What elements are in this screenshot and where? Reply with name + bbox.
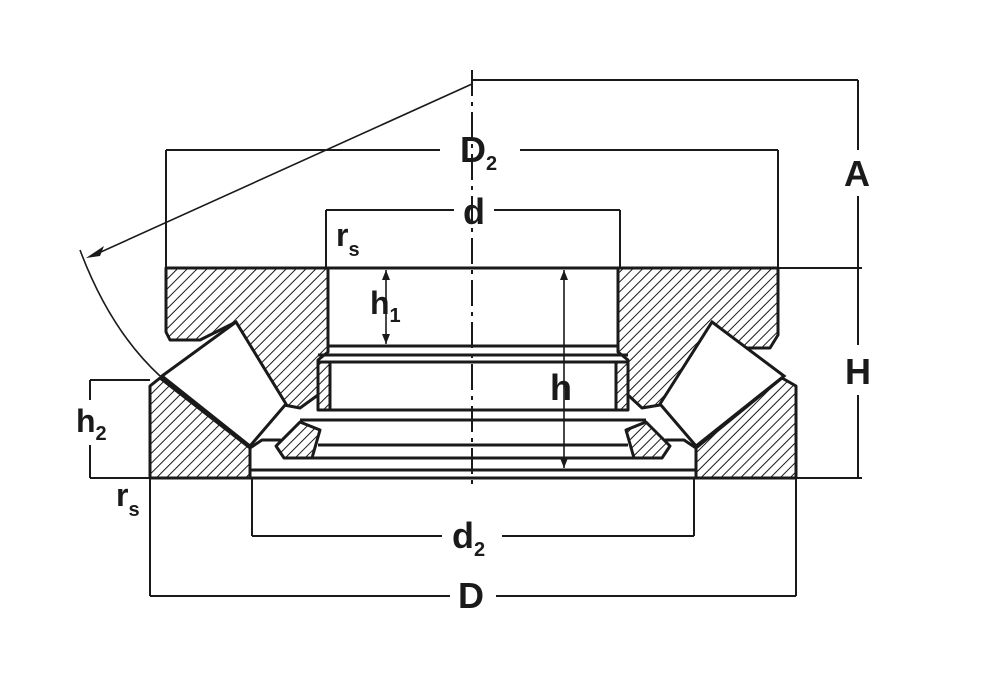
label-d2: d2 <box>452 515 485 561</box>
label-h1-sub: 1 <box>390 305 401 327</box>
label-A: A <box>844 153 870 194</box>
label-rs-bottom: rs <box>116 477 140 521</box>
label-d2-sub: 2 <box>474 539 485 561</box>
label-h2-main: h <box>76 403 96 439</box>
shaft-washer-left <box>148 376 252 480</box>
label-rs-bottom-main: r <box>116 477 128 513</box>
label-h: h <box>550 367 572 408</box>
label-rs-bottom-sub: s <box>128 499 139 521</box>
roller-right <box>658 319 787 449</box>
label-D2-main: D <box>460 129 486 170</box>
label-D2: D2 <box>460 129 497 175</box>
arrow-h-bottom <box>560 458 568 468</box>
label-H: H <box>845 351 871 392</box>
label-rs-top-main: r <box>336 217 348 253</box>
arrow-h1-top <box>382 270 390 280</box>
roller-left <box>159 319 288 449</box>
label-h2: h2 <box>76 403 107 445</box>
arrow-h-top <box>560 270 568 280</box>
dimension-arc-A <box>79 249 161 377</box>
label-h2-sub: 2 <box>96 423 107 445</box>
label-h1: h1 <box>370 285 401 327</box>
label-D: D <box>458 575 484 616</box>
label-d: d <box>463 191 485 232</box>
label-d2-main: d <box>452 515 474 556</box>
label-rs-top-sub: s <box>348 239 359 261</box>
label-h1-main: h <box>370 285 390 321</box>
label-D2-sub: 2 <box>486 153 497 175</box>
shaft-washer-right <box>694 376 798 480</box>
arrow-h1-bottom <box>382 334 390 344</box>
label-rs-top: rs <box>336 217 360 261</box>
inner-ring <box>249 266 697 480</box>
dimension-line-A-radial <box>91 83 473 257</box>
arrow-A <box>86 246 104 258</box>
